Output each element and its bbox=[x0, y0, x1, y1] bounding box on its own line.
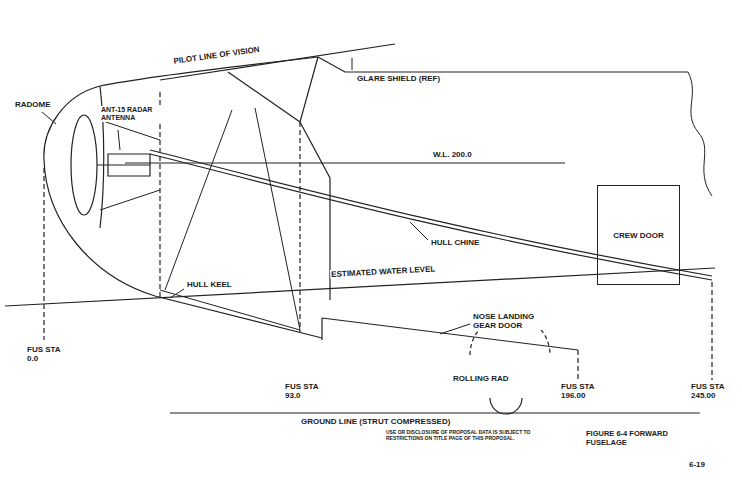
dimension-label: ROLLING RAD bbox=[452, 374, 510, 383]
gear-door-leader bbox=[440, 324, 470, 334]
station-line bbox=[299, 122, 300, 332]
keel-leader bbox=[170, 289, 184, 298]
restriction-note: USE OR DISCLOSURE OF PROPOSAL DATA IS SU… bbox=[385, 430, 537, 442]
part-label: ANT-15 RADAR ANTENNA bbox=[100, 106, 166, 122]
antenna-dish bbox=[71, 115, 97, 215]
waterline-label: ESTIMATED WATER LEVEL bbox=[330, 264, 436, 279]
station-label: FUS STA 245.00 bbox=[690, 382, 732, 400]
bulkhead-line bbox=[159, 92, 160, 297]
station-line bbox=[43, 168, 44, 340]
station-label: FUS STA 196.00 bbox=[560, 382, 602, 400]
upper-fuselage bbox=[318, 57, 688, 72]
ground-line-label: GROUND LINE (STRUT COMPRESSED) bbox=[300, 417, 451, 426]
door-label: CREW DOOR bbox=[612, 231, 665, 240]
nose-keel-outline bbox=[44, 86, 322, 338]
chine-leader bbox=[410, 222, 428, 240]
figure-caption: FIGURE 6-4 FORWARD FUSELAGE bbox=[585, 430, 669, 447]
windshield-frame bbox=[228, 57, 318, 122]
sight-line-label: PILOT LINE OF VISION bbox=[172, 45, 261, 66]
door-outline: CREW DOOR bbox=[597, 185, 680, 285]
water-line bbox=[125, 162, 565, 163]
glare-shield-leader bbox=[352, 58, 353, 70]
canopy-line bbox=[100, 57, 318, 86]
station-line bbox=[577, 350, 578, 380]
antenna-mount bbox=[97, 154, 150, 176]
station-line bbox=[711, 282, 712, 380]
page-number: 6-19 bbox=[688, 460, 706, 469]
station-label: FUS STA 93.0 bbox=[284, 382, 326, 400]
reference-label: GLARE SHIELD (REF) bbox=[356, 74, 441, 83]
waterline-label: W.L. 200.0 bbox=[432, 150, 473, 159]
antenna-brace bbox=[100, 120, 160, 210]
part-label: RADOME bbox=[14, 100, 52, 109]
rolling-radius-arc bbox=[490, 398, 522, 414]
ground-line bbox=[170, 412, 700, 413]
station-label: FUS STA 0.0 bbox=[26, 345, 68, 363]
cockpit-frame bbox=[300, 122, 330, 300]
hull-chine bbox=[150, 154, 712, 280]
part-label: HULL CHINE bbox=[430, 238, 480, 247]
antenna-leader bbox=[118, 130, 120, 150]
part-label: NOSE LANDING GEAR DOOR bbox=[472, 312, 546, 330]
part-label: HULL KEEL bbox=[186, 280, 233, 289]
break-line bbox=[688, 72, 712, 196]
radome-leader bbox=[42, 112, 56, 124]
hull-chine bbox=[150, 150, 712, 276]
